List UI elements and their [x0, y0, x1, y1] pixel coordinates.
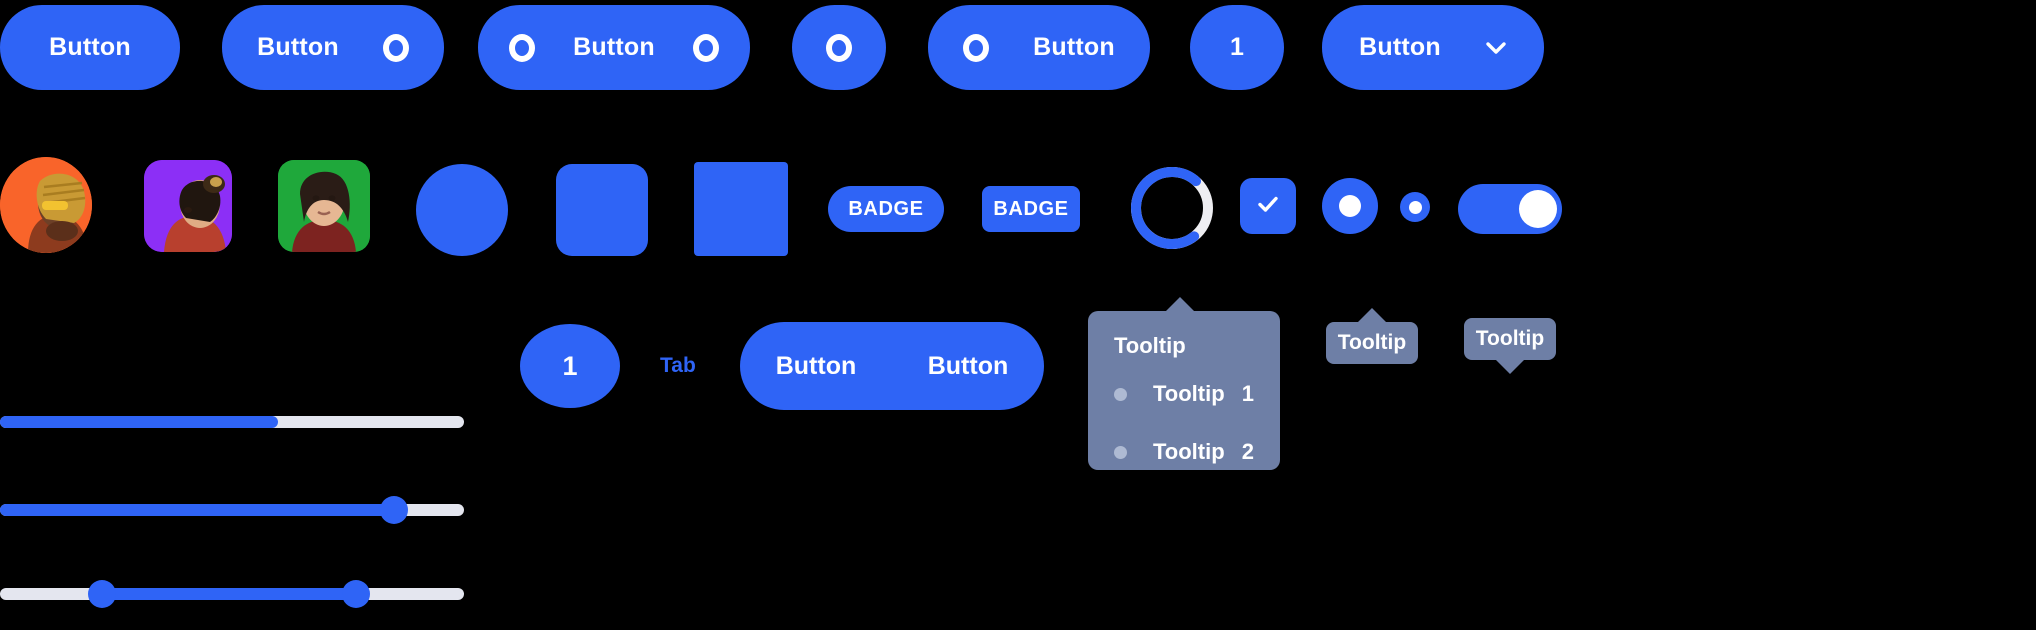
button-group-item[interactable]: Button [775, 351, 857, 380]
ring-icon [692, 33, 719, 62]
avatar-photo [144, 160, 232, 252]
toggle-switch-on[interactable] [1458, 184, 1562, 234]
range-slider-thumb-low[interactable] [88, 580, 116, 608]
single-slider[interactable] [0, 496, 464, 524]
radio-dot [1339, 195, 1361, 217]
check-icon [1254, 190, 1282, 223]
progress-bar-fill [0, 416, 279, 428]
button-leading-ring-text[interactable]: Button [928, 5, 1150, 90]
placeholder-rounded [556, 164, 648, 256]
button-label: Button [257, 33, 339, 61]
radio-button-small-selected[interactable] [1400, 192, 1430, 222]
counter-badge-label: 1 [562, 350, 578, 381]
button-label: Button [573, 33, 655, 61]
avatar[interactable] [0, 157, 92, 253]
placeholder-square [694, 162, 788, 256]
tooltip-row-label: Tooltip [1153, 381, 1225, 406]
avatar[interactable] [278, 160, 370, 252]
button-ring-text-ring[interactable]: Button [478, 5, 750, 90]
tooltip-arrow-up-icon [1166, 297, 1194, 311]
tooltip-row-value: 1 [1241, 381, 1254, 406]
progress-bar [0, 416, 464, 428]
tooltip-arrow-down-icon [1496, 360, 1524, 374]
placeholder-circle [416, 164, 508, 256]
button-text-only[interactable]: Button [0, 5, 180, 90]
ring-icon [963, 33, 990, 62]
range-slider[interactable] [0, 580, 464, 608]
range-slider-thumb-high[interactable] [342, 580, 370, 608]
status-badge: BADGE [982, 186, 1080, 232]
ring-icon [382, 33, 409, 62]
avatar[interactable] [144, 160, 232, 252]
status-badge-label: BADGE [993, 197, 1069, 220]
button-group-item[interactable]: Button [927, 351, 1009, 380]
button-group[interactable]: Button Button [740, 322, 1044, 410]
tooltip-bullet-icon [1114, 445, 1127, 459]
tooltip-small: Tooltip [1326, 322, 1418, 364]
ring-icon [509, 33, 536, 62]
tooltip-small-label: Tooltip [1475, 327, 1545, 350]
single-slider-thumb[interactable] [380, 496, 408, 524]
tooltip-row-value: 2 [1241, 439, 1254, 464]
button-label: Button [49, 33, 131, 61]
status-badge: BADGE [828, 186, 944, 232]
single-slider-fill [0, 504, 395, 516]
avatar-photo [0, 157, 92, 253]
tooltip-title: Tooltip [1114, 333, 1186, 358]
button-icon-only[interactable] [792, 5, 886, 90]
tooltip-row-label: Tooltip [1153, 439, 1225, 464]
status-badge-label: BADGE [848, 197, 924, 220]
tooltip-arrow-up-icon [1358, 308, 1386, 322]
tooltip-panel: Tooltip Tooltip 1 Tooltip 2 [1088, 311, 1280, 470]
chevron-down-icon [1485, 37, 1507, 59]
button-text-trailing-ring[interactable]: Button [222, 5, 444, 90]
avatar-photo [278, 160, 370, 252]
radio-button-selected[interactable] [1322, 178, 1378, 234]
radio-dot [1408, 200, 1422, 214]
tooltip-bullet-icon [1114, 387, 1127, 401]
range-slider-fill [97, 588, 358, 600]
ring-icon [826, 33, 852, 62]
tab-label-text: Tab [660, 354, 696, 377]
button-count[interactable]: 1 [1190, 5, 1284, 90]
tab-label[interactable]: Tab [660, 354, 696, 378]
button-count-label: 1 [1229, 33, 1245, 61]
tooltip-small-label: Tooltip [1337, 331, 1407, 354]
checkbox-checked[interactable] [1240, 178, 1296, 234]
tooltip-small: Tooltip [1464, 318, 1556, 360]
button-label: Button [1033, 33, 1115, 61]
toggle-knob [1519, 190, 1557, 228]
tooltip-row: Tooltip 1 [1088, 371, 1280, 417]
button-label: Button [1359, 33, 1441, 61]
counter-badge[interactable]: 1 [520, 324, 620, 408]
button-dropdown[interactable]: Button [1322, 5, 1544, 90]
progress-ring [1128, 164, 1216, 252]
tooltip-row: Tooltip 2 [1088, 429, 1280, 475]
